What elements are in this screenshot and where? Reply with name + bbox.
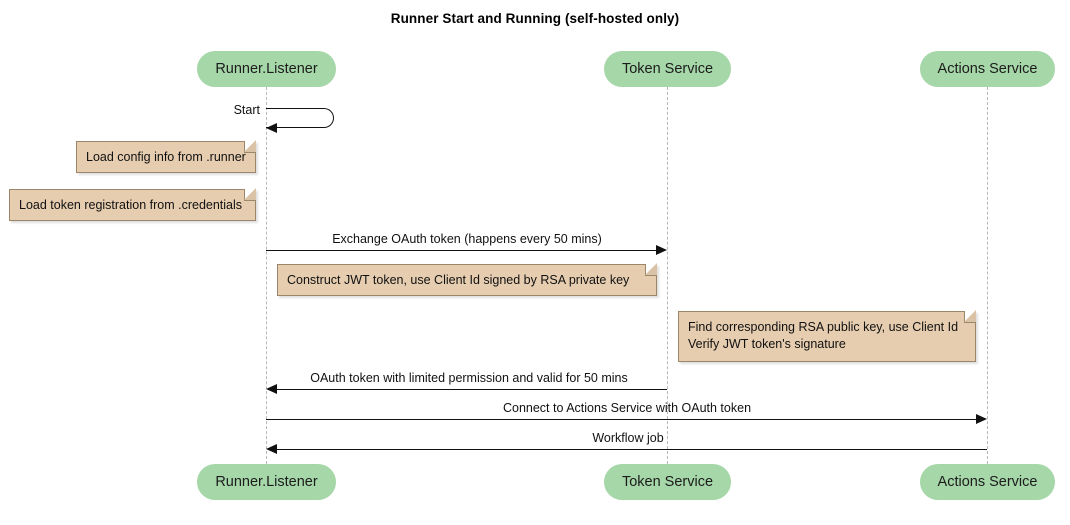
actor-footer-token-service[interactable]: Token Service xyxy=(604,464,731,500)
message-oauth-token-response-label: OAuth token with limited permission and … xyxy=(310,371,628,385)
message-connect-actions-service-arrowhead xyxy=(976,413,987,424)
note-line: Load token registration from .credential… xyxy=(19,198,243,212)
actor-header-runner-listener[interactable]: Runner.Listener xyxy=(197,51,336,87)
self-message-start-label: Start xyxy=(233,103,260,117)
message-oauth-token-response-line xyxy=(277,389,667,390)
actor-label: Actions Service xyxy=(937,474,1038,490)
message-exchange-oauth-token-arrowhead xyxy=(656,244,667,255)
message-workflow-job-arrowhead xyxy=(266,443,277,454)
note-load-token-registration: Load token registration from .credential… xyxy=(9,188,256,221)
actor-header-token-service[interactable]: Token Service xyxy=(604,51,731,87)
note-line: Find corresponding RSA public key, use C… xyxy=(688,320,959,334)
lifeline-actions-service xyxy=(987,87,988,464)
note-line: Load config info from .runner xyxy=(86,150,246,164)
actor-label: Runner.Listener xyxy=(215,61,318,77)
actor-footer-actions-service[interactable]: Actions Service xyxy=(920,464,1055,500)
message-exchange-oauth-token-label: Exchange OAuth token (happens every 50 m… xyxy=(332,232,602,246)
message-connect-actions-service-line xyxy=(266,419,976,420)
message-workflow-job-label: Workflow job xyxy=(592,431,664,445)
actor-label: Token Service xyxy=(621,61,714,77)
note-fold-corner-icon xyxy=(244,188,256,201)
message-oauth-token-response-arrowhead xyxy=(266,383,277,394)
page-title: Runner Start and Running (self-hosted on… xyxy=(390,11,680,26)
note-load-config-info: Load config info from .runner xyxy=(76,140,256,173)
self-message-start-arrowhead xyxy=(266,122,277,133)
note-fold-corner-icon xyxy=(244,140,256,153)
actor-header-actions-service[interactable]: Actions Service xyxy=(920,51,1055,87)
note-verify-jwt-signature: Find corresponding RSA public key, use C… xyxy=(678,310,976,362)
note-line: Construct JWT token, use Client Id signe… xyxy=(287,273,630,287)
note-fold-corner-icon xyxy=(964,310,976,323)
lifeline-token-service xyxy=(667,87,668,464)
actor-label: Runner.Listener xyxy=(215,474,318,490)
note-line: Verify JWT token's signature xyxy=(688,337,846,351)
actor-label: Actions Service xyxy=(937,61,1038,77)
message-exchange-oauth-token-line xyxy=(266,250,656,251)
message-workflow-job-line xyxy=(277,449,987,450)
lifeline-runner xyxy=(266,87,267,464)
self-message-start-loop xyxy=(266,108,334,128)
actor-label: Token Service xyxy=(621,474,714,490)
note-fold-corner-icon xyxy=(645,263,657,276)
message-connect-actions-service-label: Connect to Actions Service with OAuth to… xyxy=(502,401,752,415)
note-construct-jwt-token: Construct JWT token, use Client Id signe… xyxy=(277,263,657,296)
actor-footer-runner-listener[interactable]: Runner.Listener xyxy=(197,464,336,500)
